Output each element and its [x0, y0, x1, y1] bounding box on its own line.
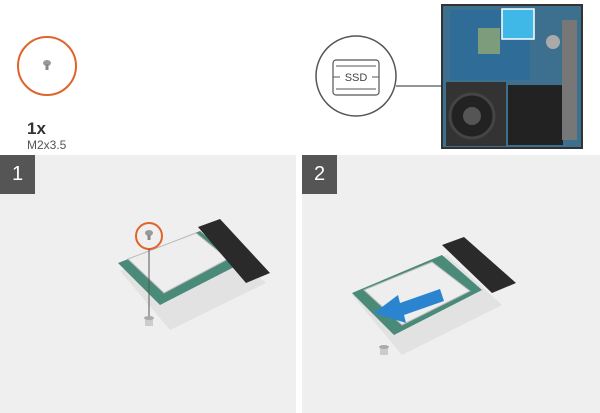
- m2-slot: [442, 237, 516, 293]
- standoff-icon: [379, 345, 389, 355]
- step-2-illustration: [352, 237, 516, 355]
- ssd-label: SSD: [345, 72, 368, 84]
- step-1-badge: 1: [0, 155, 35, 194]
- slide-out-arrow-icon: [374, 289, 444, 323]
- standoff-icon: [144, 316, 154, 326]
- screw-type: M2x3.5: [27, 138, 67, 152]
- ssd-highlight: [501, 8, 535, 40]
- screw-icon: [43, 60, 51, 70]
- screw-icon: [145, 230, 153, 240]
- system-overview: SSD: [315, 4, 583, 149]
- screw-quantity: 1x: [27, 119, 46, 138]
- step-2-badge: 2: [302, 155, 337, 194]
- computer-chassis-image: [441, 4, 583, 149]
- m2-slot: [198, 219, 270, 283]
- step-1-illustration: [118, 219, 270, 330]
- screw-ring: [17, 36, 77, 96]
- ssd-callout-circle: [315, 35, 397, 117]
- screw-callout: [17, 36, 77, 96]
